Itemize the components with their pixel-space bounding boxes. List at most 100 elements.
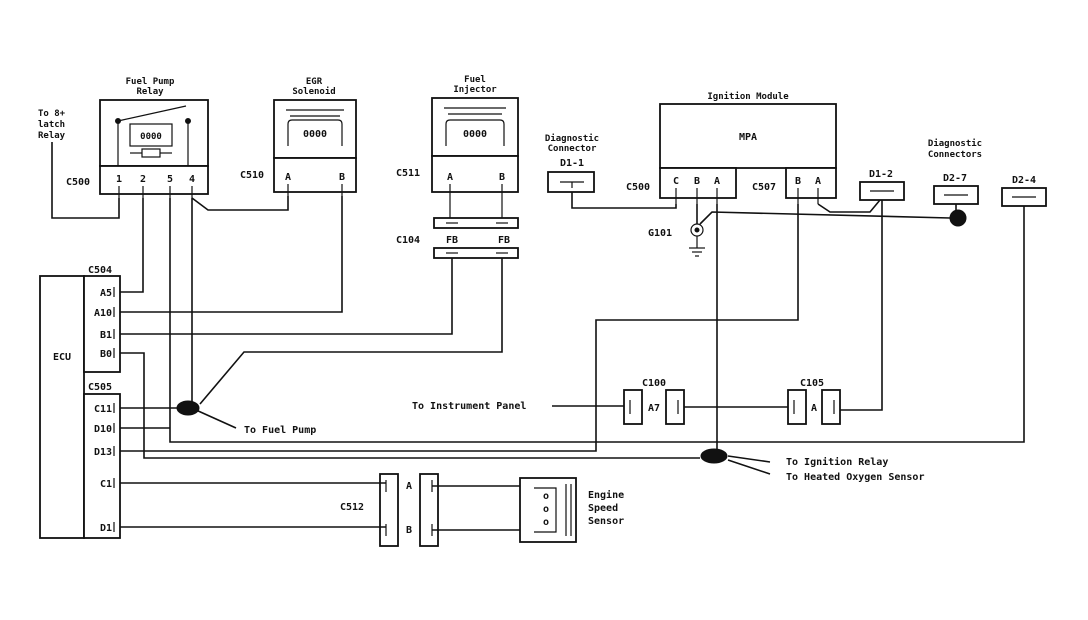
c104-pin-2: FB [498, 235, 510, 246]
ecu-pin-d1: D1 [100, 523, 112, 534]
injector-coil-icon: 0000 [463, 129, 487, 140]
splices [176, 209, 967, 464]
relay-coil-icon: 0000 [140, 132, 162, 142]
d1-1-label: D1-1 [560, 158, 584, 169]
c507-pin-a: A [815, 176, 821, 187]
fuel-pump-relay-title-1: Fuel Pump [126, 77, 175, 87]
svg-text:To 8+: To 8+ [38, 109, 66, 119]
egr-pin-a: A [285, 172, 291, 183]
injector-pin-b: B [499, 172, 505, 183]
egr-title-1: EGR [306, 77, 323, 87]
c512-pin-b: B [406, 525, 412, 536]
c100-label: C100 [642, 378, 666, 389]
c507-connector [785, 167, 837, 199]
d2-7-label: D2-7 [943, 173, 967, 184]
svg-text:Engine: Engine [588, 489, 624, 501]
svg-text:o: o [543, 517, 549, 528]
c512-label: C512 [340, 502, 364, 513]
diagnostic-connectors: Diagnostic Connectors D1-2 D2-7 D2-4 [859, 138, 1047, 207]
egr-pin-b: B [339, 172, 345, 183]
c505-connector [83, 393, 121, 539]
c105-label: C105 [800, 378, 824, 389]
relay-pin-5: 5 [167, 174, 173, 185]
svg-text:Diagnostic: Diagnostic [928, 138, 982, 149]
ignition-relay-splice [700, 448, 728, 464]
module-pin-a: A [714, 176, 720, 187]
fuel-pump-relay-title-2: Relay [136, 87, 164, 97]
svg-text:Diagnostic: Diagnostic [545, 133, 599, 144]
ecu: ECU C504 C505 A5 A10 B1 B0 C11 D10 D13 C… [39, 265, 121, 539]
ground-g101: G101 [648, 223, 705, 257]
ecu-pin-a10: A10 [94, 308, 112, 319]
ecu-pin-b0: B0 [100, 349, 112, 360]
fuel-pump-relay: Fuel Pump Relay 0000 C500 1 2 5 4 [66, 77, 209, 198]
c500-module-connector [659, 167, 737, 199]
ecu-pin-b1: B1 [100, 330, 112, 341]
c100-pin-a7: A7 [648, 403, 660, 414]
module-pin-c: C [673, 176, 679, 187]
svg-text:Connectors: Connectors [928, 150, 982, 160]
relay-pin-2: 2 [140, 174, 146, 185]
speed-sensor-body [519, 477, 577, 543]
ecu-pin-c11: C11 [94, 404, 112, 415]
ecu-pin-d10: D10 [94, 424, 112, 435]
c512-connector: C512 A B [340, 473, 439, 547]
c512-pin-a: A [406, 481, 412, 492]
engine-speed-sensor: o o o Engine Speed Sensor [519, 477, 624, 543]
to-latch-relay-label: To 8+ latch Relay [38, 109, 66, 141]
c507-label: C507 [752, 182, 776, 193]
relay-pin-1: 1 [116, 174, 122, 185]
c500-relay-label: C500 [66, 177, 90, 188]
mpa-label: MPA [739, 132, 757, 143]
c500-relay-connector [99, 165, 209, 195]
relay-pin-4: 4 [189, 174, 195, 185]
svg-text:o: o [543, 504, 549, 515]
to-heated-oxygen-sensor-label: To Heated Oxygen Sensor [786, 472, 924, 483]
d1-2-label: D1-2 [869, 169, 893, 180]
module-pin-b: B [694, 176, 700, 187]
diagnostic-connector-d1-1: Diagnostic Connector D1-1 [545, 133, 599, 193]
ecu-pin-a5: A5 [100, 288, 112, 299]
g101-label: G101 [648, 228, 672, 239]
diag-splice [949, 209, 967, 227]
to-instrument-panel-label: To Instrument Panel [412, 401, 526, 412]
c105-connector: C105 A [787, 378, 841, 425]
injector-pin-a: A [447, 172, 453, 183]
fuel-injector: Fuel Injector 0000 C511 A B [396, 75, 519, 222]
ecu-pin-d13: D13 [94, 447, 112, 458]
ecu-body [39, 275, 85, 539]
ecu-label: ECU [53, 352, 71, 363]
relay-switch-arm [117, 105, 187, 122]
to-ignition-relay-label: To Ignition Relay [786, 456, 888, 468]
svg-text:Connector: Connector [548, 144, 597, 154]
egr-coil-icon: 0000 [303, 129, 327, 140]
c507-pin-b: B [795, 176, 801, 187]
c104-pin-1: FB [446, 235, 458, 246]
injector-title-2: Injector [453, 84, 497, 95]
egr-title-2: Solenoid [292, 86, 335, 97]
to-fuel-pump-label: To Fuel Pump [244, 425, 316, 436]
svg-text:Relay: Relay [38, 131, 66, 141]
fuel-pump-splice [176, 400, 200, 416]
c510-label: C510 [240, 170, 264, 181]
ignition-module-title: Ignition Module [707, 91, 789, 102]
c104-label: C104 [396, 235, 420, 246]
c511-connector [431, 155, 519, 193]
speed-sensor-coil-icon [534, 487, 557, 533]
c505-label: C505 [88, 382, 112, 393]
egr-solenoid: EGR Solenoid 0000 C510 A B [240, 77, 357, 196]
fuel-injector-body [431, 97, 519, 157]
c500-module-label: C500 [626, 182, 650, 193]
svg-text:Sensor: Sensor [588, 516, 624, 527]
svg-text:o: o [543, 491, 549, 502]
c511-label: C511 [396, 168, 420, 179]
injector-title-1: Fuel [464, 75, 486, 85]
svg-text:Speed: Speed [588, 503, 618, 514]
ignition-module: Ignition Module MPA C500 C B A C507 B A [626, 91, 837, 204]
wires [51, 142, 1025, 531]
c105-pin-a: A [811, 403, 817, 414]
c100-connector: C100 A7 [623, 378, 685, 425]
svg-text:latch: latch [38, 120, 65, 130]
c104-connector: C104 FB FB [396, 217, 519, 259]
